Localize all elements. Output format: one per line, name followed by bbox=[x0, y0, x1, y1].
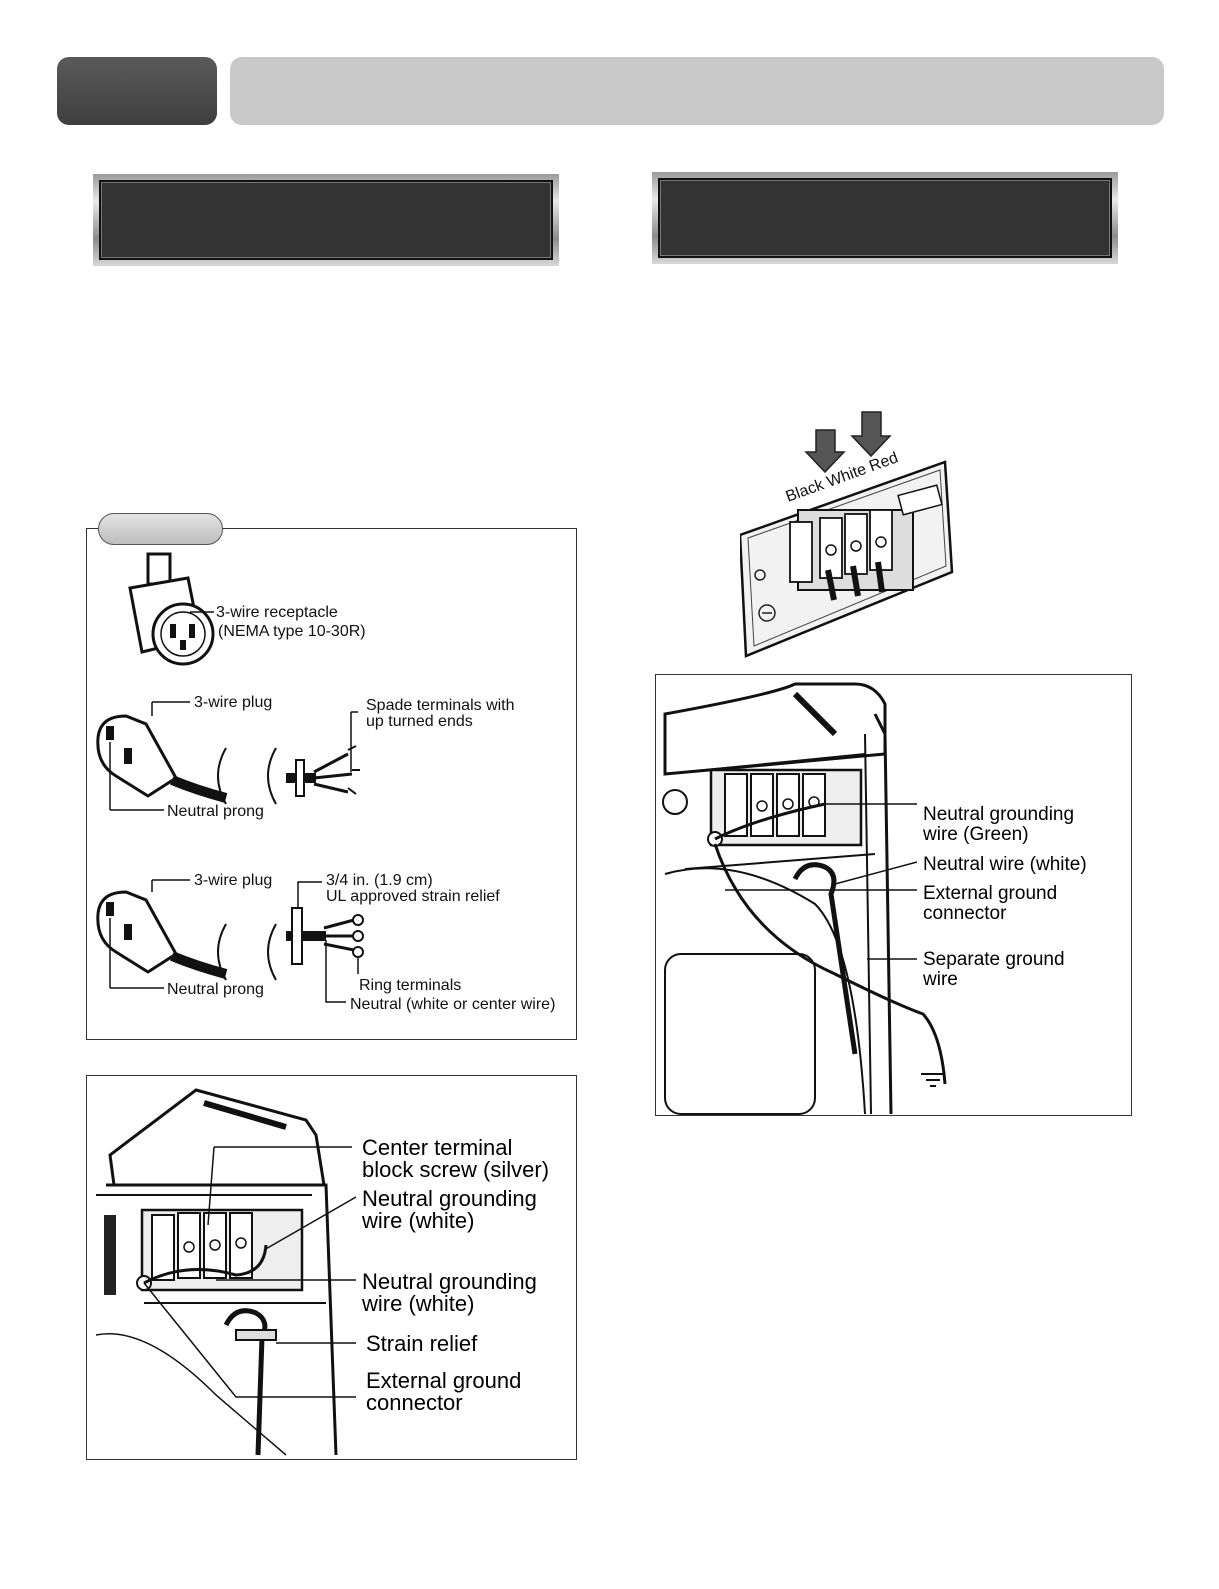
figure-4wire-drawing: Neutral grounding wire (Green) Neutral w… bbox=[662, 682, 1087, 1115]
neutral-grounding-label-2: Neutral grounding bbox=[362, 1269, 537, 1294]
center-terminal-label: Center terminal bbox=[362, 1135, 512, 1160]
receptacle-label: 3-wire receptacle bbox=[216, 604, 338, 621]
plug-a-label: 3-wire plug bbox=[194, 694, 272, 711]
ngw-green-label: Neutral grounding bbox=[923, 804, 1074, 825]
figure-terminal-block-drawing: Center terminal block screw (silver) Neu… bbox=[95, 1088, 549, 1456]
down-arrow-icon bbox=[850, 411, 892, 458]
external-ground-label: External ground bbox=[366, 1368, 521, 1393]
neutral-prong-a-label: Neutral prong bbox=[167, 803, 264, 820]
down-arrow-icon bbox=[804, 429, 846, 474]
spade-terminals-label-2: up turned ends bbox=[366, 713, 473, 730]
plug-b-drawing bbox=[96, 879, 364, 1003]
receptacle-type-label: (NEMA type 10-30R) bbox=[218, 623, 366, 640]
separate-ground-label-2: wire bbox=[922, 969, 958, 990]
plug-a-drawing bbox=[96, 701, 360, 811]
figure-tag-pill bbox=[98, 513, 223, 545]
ring-terminals-label: Ring terminals bbox=[359, 977, 461, 994]
section-header-right bbox=[652, 172, 1118, 264]
external-ground-4w-label: External ground bbox=[923, 883, 1057, 904]
spade-terminals-label: Spade terminals with bbox=[366, 697, 515, 714]
neutral-grounding-label-1b: wire (white) bbox=[361, 1208, 474, 1233]
neutral-grounding-label-2b: wire (white) bbox=[361, 1291, 474, 1316]
strain-relief-ul-label: UL approved strain relief bbox=[326, 888, 500, 905]
page-title-bar bbox=[230, 57, 1164, 125]
section-header-left bbox=[93, 174, 559, 266]
center-terminal-label-2: block screw (silver) bbox=[362, 1157, 549, 1182]
external-ground-label-2: connector bbox=[366, 1390, 463, 1415]
neutral-white-label: Neutral wire (white) bbox=[923, 854, 1087, 875]
separate-ground-label: Separate ground bbox=[923, 949, 1065, 970]
terminal-plate-illustration: Black White Red bbox=[740, 411, 954, 658]
neutral-grounding-label-1: Neutral grounding bbox=[362, 1186, 537, 1211]
external-ground-4w-label-2: connector bbox=[923, 903, 1007, 924]
neutral-prong-b-label: Neutral prong bbox=[167, 981, 264, 998]
strain-relief-label: Strain relief bbox=[366, 1331, 478, 1356]
neutral-center-wire-label: Neutral (white or center wire) bbox=[350, 996, 555, 1013]
plug-b-label: 3-wire plug bbox=[194, 872, 272, 889]
receptacle-drawing bbox=[128, 552, 215, 666]
strain-relief-size-label: 3/4 in. (1.9 cm) bbox=[326, 872, 433, 889]
page-tab-dark bbox=[57, 57, 217, 125]
ngw-green-label-2: wire (Green) bbox=[922, 824, 1029, 845]
figure-3wire-drawing: 3-wire receptacle (NEMA type 10-30R) 3-w… bbox=[96, 552, 555, 1013]
